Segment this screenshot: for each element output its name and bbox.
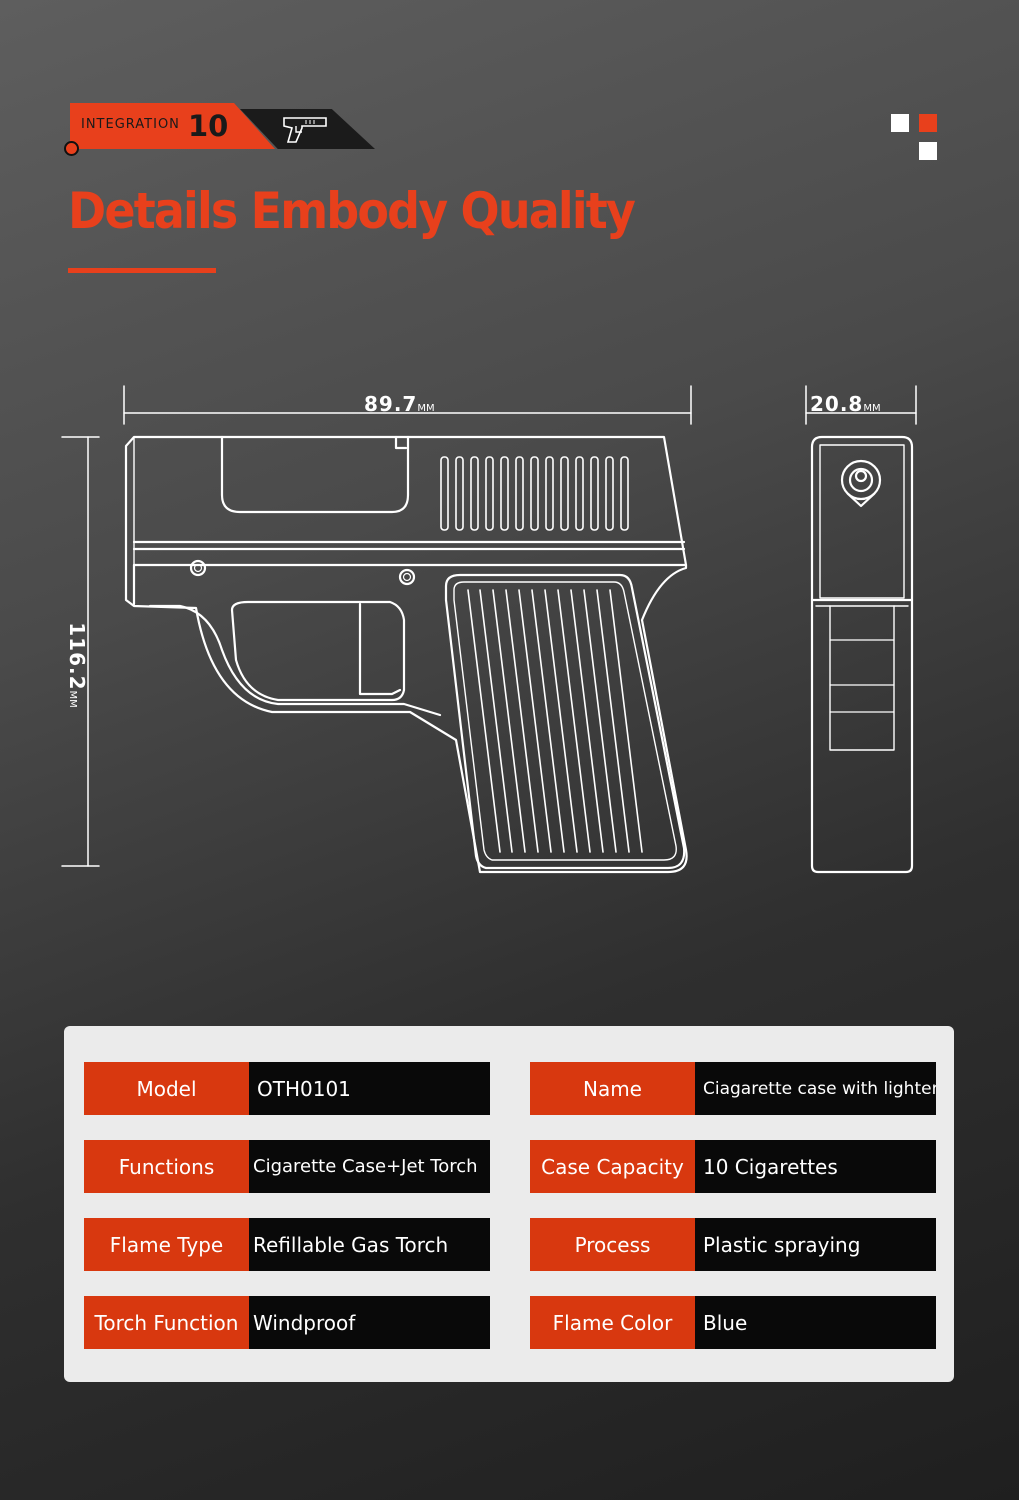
spec-row-process: Process Plastic spraying [530,1218,936,1271]
width-dimension-label: 89.7MM [364,392,435,416]
spec-panel: Model OTH0101 Name Ciagarette case with … [64,1026,954,1382]
deco-square-red [919,114,937,132]
spec-row-case-capacity: Case Capacity 10 Cigarettes [530,1140,936,1193]
pistol-front-view [810,435,914,874]
spec-value: OTH0101 [249,1062,490,1115]
spec-row-name: Name Ciagarette case with lighter [530,1062,936,1115]
height-dimension-line [61,436,100,867]
depth-dimension-line [805,385,917,425]
spec-value: Windproof [249,1296,490,1349]
technical-drawing [61,385,917,874]
width-dimension-line [123,385,692,425]
spec-value: Cigarette Case+Jet Torch [249,1140,490,1193]
spec-label: Name [530,1062,695,1115]
page-title: Details Embody Quality [68,182,636,240]
spec-value: Plastic spraying [695,1218,936,1271]
spec-label: Torch Function [84,1296,249,1349]
badge-circle-icon [64,141,79,156]
spec-row-functions: Functions Cigarette Case+Jet Torch [84,1140,490,1193]
spec-label: Case Capacity [530,1140,695,1193]
spec-label: Flame Type [84,1218,249,1271]
badge-red-band [70,103,275,149]
deco-square-white [919,142,937,160]
pistol-icon [283,117,327,143]
spec-row-torch-function: Torch Function Windproof [84,1296,490,1349]
spec-label: Model [84,1062,249,1115]
spec-row-flame-color: Flame Color Blue [530,1296,936,1349]
spec-value: Refillable Gas Torch [249,1218,490,1271]
spec-label: Functions [84,1140,249,1193]
badge-text: INTEGRATION [81,117,180,132]
spec-label: Flame Color [530,1296,695,1349]
integration-badge: INTEGRATION 10 [64,103,376,156]
spec-row-flame-type: Flame Type Refillable Gas Torch [84,1218,490,1271]
slide-serrations [440,456,629,531]
badge-number: 10 [188,109,229,143]
title-underline [68,268,216,273]
depth-dimension-label: 20.8MM [810,392,881,416]
grip-grooves [467,589,643,853]
deco-square-white [891,114,909,132]
spec-row-model: Model OTH0101 [84,1062,490,1115]
spec-value: Ciagarette case with lighter [695,1062,936,1115]
spec-label: Process [530,1218,695,1271]
spec-value: 10 Cigarettes [695,1140,936,1193]
pistol-side-view [124,435,688,874]
spec-value: Blue [695,1296,936,1349]
height-dimension-label: 116.2MM [64,622,89,708]
